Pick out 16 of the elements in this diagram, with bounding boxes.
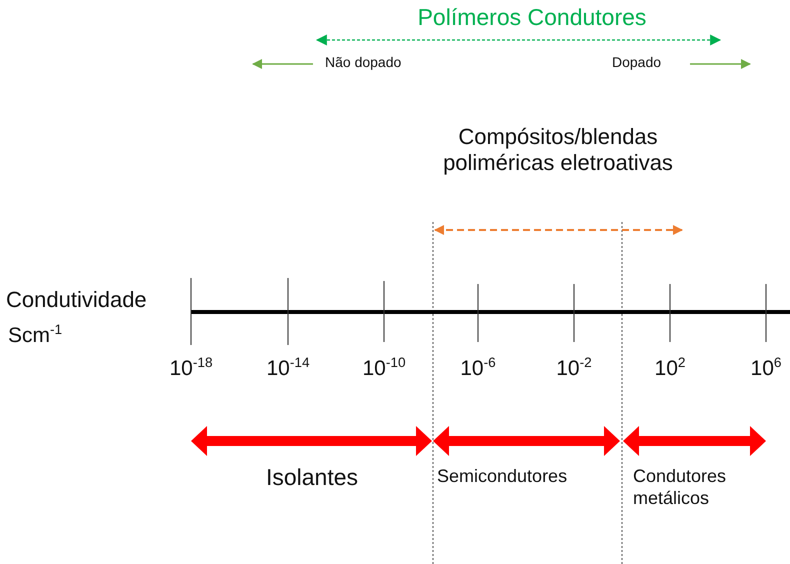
tick-label: 10$^{-2}$ <box>556 355 592 382</box>
unit-label: Scm$^{-1}$ <box>8 322 62 348</box>
tick-label: 10$^{6}$ <box>750 355 782 382</box>
range-label: Não dopado <box>325 54 402 71</box>
range-label: Dopado <box>612 54 662 71</box>
tick-label: 10$^{-18}$ <box>169 355 213 382</box>
class-label: Condutores metálicos <box>633 466 728 510</box>
tick-label: 10$^{2}$ <box>654 355 686 382</box>
range-label: Compósitos/blendas poliméricas eletroativas <box>442 124 674 177</box>
tick-label: 10$^{-6}$ <box>460 355 496 382</box>
class-label: Isolantes <box>266 464 358 492</box>
tick-label: 10$^{-14}$ <box>266 355 310 382</box>
axis-title: Condutividade <box>6 287 147 314</box>
heading: Polímeros Condutores <box>418 4 646 32</box>
class-label: Semicondutores <box>437 466 568 488</box>
tick-label: 10$^{-10}$ <box>362 355 406 382</box>
